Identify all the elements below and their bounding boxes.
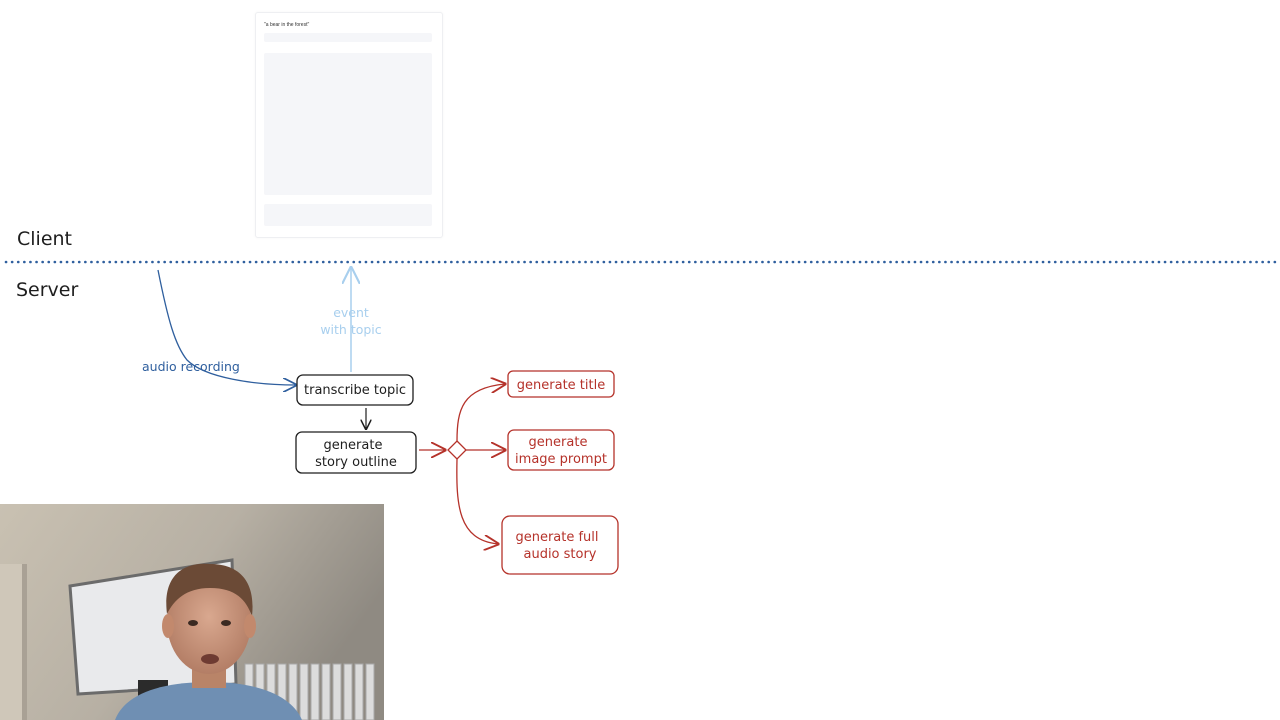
- parallel-gateway: [447, 440, 467, 460]
- generate-audio-story-label-line1: generate full: [515, 530, 598, 545]
- title-placeholder: [264, 33, 432, 42]
- client-zone-label: Client: [17, 228, 72, 250]
- audio-player-placeholder: [264, 204, 432, 226]
- transcribe-topic-label: transcribe topic: [304, 383, 406, 398]
- server-zone-label: Server: [16, 279, 78, 301]
- topic-text: "a bear in the forest": [264, 22, 310, 28]
- story-outline-node: generate story outline: [295, 431, 417, 474]
- story-outline-label-line1: generate: [324, 438, 383, 453]
- story-outline-label-line2: story outline: [315, 455, 397, 470]
- audio-recording-label: audio recording: [142, 359, 240, 374]
- generate-image-prompt-label-line1: generate: [529, 435, 588, 450]
- transcribe-topic-node: transcribe topic: [296, 374, 414, 406]
- generate-audio-story-label-line2: audio story: [523, 547, 596, 562]
- presenter-image: [0, 504, 384, 720]
- image-placeholder: [264, 53, 432, 195]
- generate-audio-story-node: generate full audio story: [501, 515, 619, 575]
- client-app-preview: "a bear in the forest": [255, 12, 443, 238]
- generate-title-label: generate title: [517, 378, 605, 393]
- event-label-line2: with topic: [320, 322, 381, 337]
- generate-image-prompt-label-line2: image prompt: [515, 452, 607, 467]
- gateway-to-audio-story-edge: [456, 458, 498, 544]
- audio-recording-edge: [157, 269, 296, 385]
- gateway-to-title-edge: [456, 384, 505, 442]
- generate-image-prompt-node: generate image prompt: [507, 429, 615, 471]
- generate-title-node: generate title: [507, 370, 615, 398]
- webcam-video: [0, 504, 384, 720]
- event-label-line1: event: [333, 305, 369, 320]
